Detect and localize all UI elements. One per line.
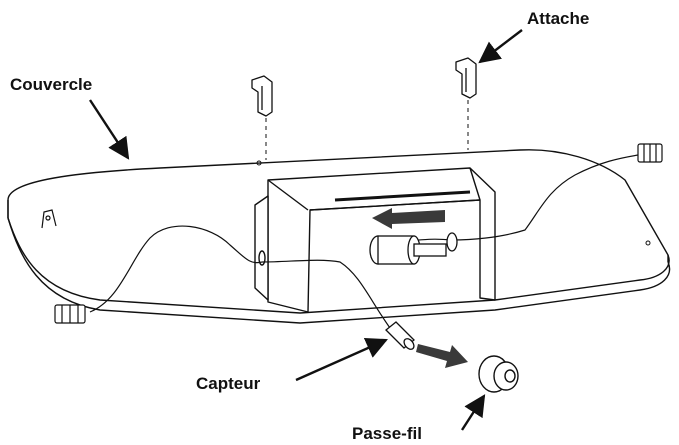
connector-left: [54, 304, 86, 324]
grommet: [478, 355, 519, 393]
wire-harness: [89, 154, 639, 329]
label-couvercle: Couvercle: [10, 75, 93, 94]
mounting-hole-1: [256, 160, 262, 166]
label-passe-fil: Passe-fil: [352, 424, 422, 443]
sensor-housing: [254, 167, 496, 313]
callout-arrow-attache: [478, 29, 523, 64]
corner-tab: [41, 209, 57, 229]
mounted-sensor: [369, 232, 458, 265]
clip-right: [455, 57, 477, 99]
cover-plate: [7, 149, 671, 324]
callout-arrow-capteur: [295, 338, 388, 382]
label-attache: Attache: [527, 9, 590, 28]
insert-arrow: [416, 344, 468, 368]
callout-arrow-passefil: [460, 394, 486, 431]
removal-arrow: [372, 208, 445, 229]
sensor: [385, 321, 415, 350]
mounting-hole-2: [645, 240, 651, 246]
connector-right: [637, 143, 663, 163]
clip-left: [251, 75, 273, 117]
label-capteur: Capteur: [196, 374, 261, 393]
callout-arrow-couvercle: [88, 99, 130, 160]
